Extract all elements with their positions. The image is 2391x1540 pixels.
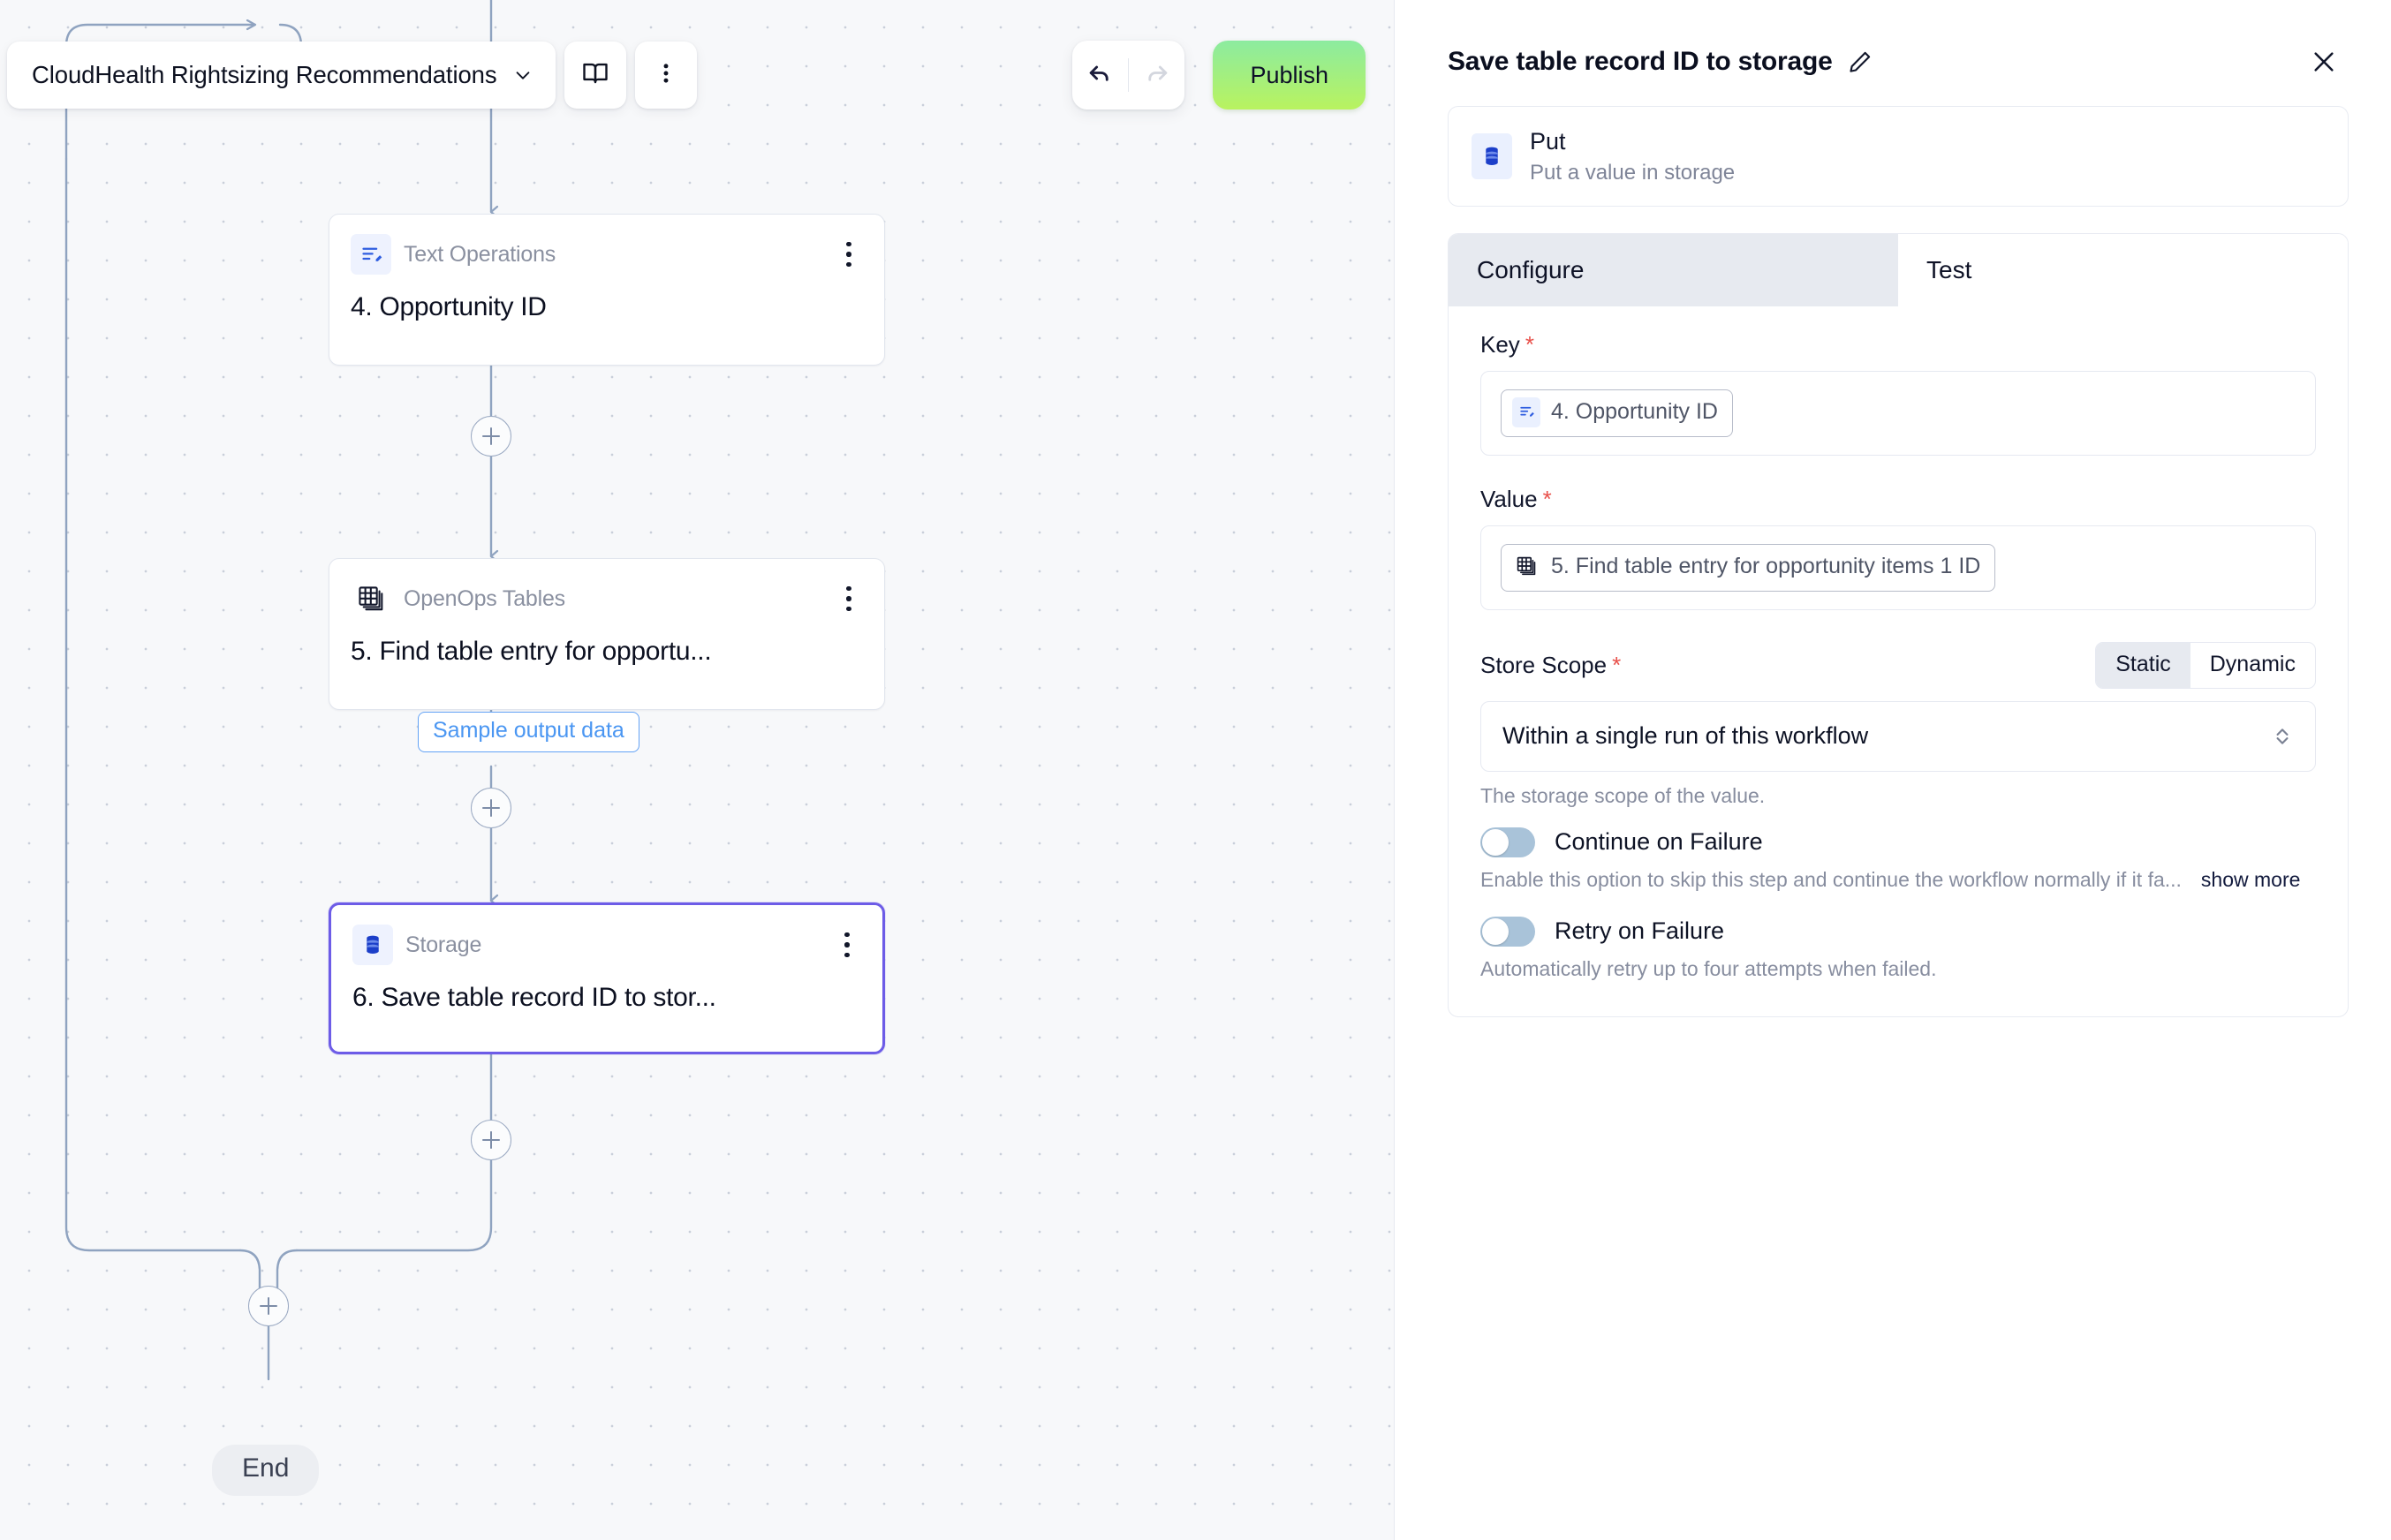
sample-output-data-badge[interactable]: Sample output data [418, 712, 639, 752]
node-menu-button[interactable] [835, 930, 859, 960]
workflow-end-node: End [212, 1445, 320, 1496]
node-title: 4. Opportunity ID [351, 292, 547, 321]
show-more-link[interactable]: show more [2200, 867, 2301, 891]
retry-on-failure-description: Automatically retry up to four attempts … [1480, 956, 1937, 980]
node-type-label: Storage [405, 932, 482, 957]
workflow-title-selector[interactable]: CloudHealth Rightsizing Recommendations [7, 42, 556, 109]
configuration-form: Key * 4. Opportunity ID [1449, 306, 2348, 1016]
add-step-button-after-node-1[interactable] [471, 416, 511, 457]
continue-on-failure-description: Enable this option to skip this step and… [1480, 867, 2182, 891]
key-label-text: Key [1480, 330, 1520, 358]
chevron-up-down-icon [2271, 725, 2294, 748]
workflow-topbar-right: Publish [1072, 41, 1366, 109]
redo-button[interactable] [1129, 41, 1184, 109]
continue-on-failure-description-row: Enable this option to skip this step and… [1480, 868, 2316, 892]
configuration-card: Configure Test Key * [1448, 232, 2349, 1017]
store-scope-selected-value: Within a single run of this workflow [1502, 722, 1869, 750]
docs-button[interactable] [564, 42, 626, 109]
node-title: 6. Save table record ID to stor... [352, 983, 716, 1012]
continue-on-failure-toggle[interactable] [1480, 827, 1535, 857]
storage-database-icon [1472, 132, 1512, 179]
key-input[interactable]: 4. Opportunity ID [1480, 370, 2316, 456]
store-scope-row: Store Scope * Static Dynamic [1480, 641, 2316, 689]
undo-button[interactable] [1072, 41, 1128, 109]
panel-header: Save table record ID to storage [1395, 0, 2391, 79]
key-field-label: Key * [1480, 331, 2316, 359]
piece-text-block: Put Put a value in storage [1530, 126, 1735, 186]
workflow-title: CloudHealth Rightsizing Recommendations [32, 61, 497, 88]
node-title: 5. Find table entry for opportu... [351, 637, 712, 666]
tab-test[interactable]: Test [1898, 233, 2348, 306]
pencil-icon[interactable] [1847, 48, 1875, 76]
retry-on-failure-description-row: Automatically retry up to four attempts … [1480, 957, 2316, 981]
piece-summary-card[interactable]: Put Put a value in storage [1448, 106, 2349, 207]
value-field-label: Value * [1480, 486, 2316, 513]
piece-description: Put a value in storage [1530, 160, 1736, 185]
text-operations-icon [351, 234, 391, 275]
store-scope-select[interactable]: Within a single run of this workflow [1480, 700, 2316, 772]
node-menu-button[interactable] [836, 239, 861, 269]
value-label-text: Value [1480, 485, 1538, 512]
text-operations-icon [1512, 396, 1540, 427]
node-type-label: OpenOps Tables [404, 585, 565, 611]
step-settings-panel: Save table record ID to storage [1394, 0, 2391, 1540]
workflow-topbar-left: CloudHealth Rightsizing Recommendations [7, 42, 697, 109]
mode-dynamic-option[interactable]: Dynamic [2209, 651, 2296, 676]
close-icon[interactable] [2306, 44, 2342, 79]
piece-name: Put [1530, 128, 1566, 155]
add-step-button-after-node-3[interactable] [471, 1120, 511, 1160]
store-scope-field-label: Store Scope * [1480, 652, 1621, 679]
node-header: Text Operations [351, 234, 863, 275]
storage-database-icon [352, 925, 393, 965]
toggle-knob [1482, 917, 1509, 945]
store-scope-label-text: Store Scope [1480, 651, 1608, 678]
chevron-down-icon[interactable] [513, 65, 533, 85]
workflow-more-button[interactable] [634, 42, 697, 109]
panel-tabs: Configure Test [1449, 233, 2348, 306]
workflow-node-openops-tables[interactable]: OpenOps Tables 5. Find table entry for o… [329, 558, 885, 710]
workflow-node-text-operations[interactable]: Text Operations 4. Opportunity ID [329, 214, 885, 366]
tab-configure[interactable]: Configure [1449, 233, 1898, 306]
add-step-button-after-node-2[interactable] [471, 788, 511, 828]
node-menu-button[interactable] [836, 584, 861, 614]
continue-on-failure-row: Continue on Failure [1480, 827, 2316, 857]
panel-title: Save table record ID to storage [1448, 47, 1833, 76]
value-token[interactable]: 5. Find table entry for opportunity item… [1501, 543, 1996, 592]
redo-arrow-icon [1143, 59, 1170, 91]
workflow-canvas[interactable]: CloudHealth Rightsizing Recommendations [0, 0, 1394, 1540]
store-scope-hint: The storage scope of the value. [1480, 783, 1766, 807]
static-dynamic-toggle: Static Dynamic [2095, 641, 2316, 689]
retry-on-failure-toggle[interactable] [1480, 916, 1535, 947]
add-step-button-before-end[interactable] [248, 1286, 289, 1326]
node-type-label: Text Operations [404, 241, 556, 267]
required-asterisk: * [1542, 485, 1552, 512]
key-token-label: 4. Opportunity ID [1551, 399, 1718, 425]
key-token[interactable]: 4. Opportunity ID [1501, 389, 1733, 437]
toggle-knob [1482, 828, 1509, 856]
retry-on-failure-label: Retry on Failure [1555, 917, 1725, 945]
mode-static-option[interactable]: Static [2096, 642, 2190, 688]
undo-redo-group [1072, 41, 1185, 109]
value-token-label: 5. Find table entry for opportunity item… [1551, 554, 1981, 579]
continue-on-failure-label: Continue on Failure [1555, 828, 1763, 856]
toolbar-divider [1128, 58, 1130, 92]
required-asterisk: * [1612, 651, 1622, 678]
workflow-node-storage[interactable]: Storage 6. Save table record ID to stor.… [329, 902, 885, 1054]
book-icon [582, 60, 609, 91]
undo-arrow-icon [1086, 59, 1114, 91]
publish-button[interactable]: Publish [1213, 41, 1366, 109]
node-header: OpenOps Tables [351, 578, 863, 619]
node-header: Storage [352, 925, 861, 965]
retry-on-failure-row: Retry on Failure [1480, 916, 2316, 947]
required-asterisk: * [1525, 330, 1534, 358]
tables-icon [1512, 552, 1540, 582]
value-input[interactable]: 5. Find table entry for opportunity item… [1480, 525, 2316, 610]
kebab-menu-icon [654, 61, 678, 90]
tables-icon [351, 578, 391, 619]
